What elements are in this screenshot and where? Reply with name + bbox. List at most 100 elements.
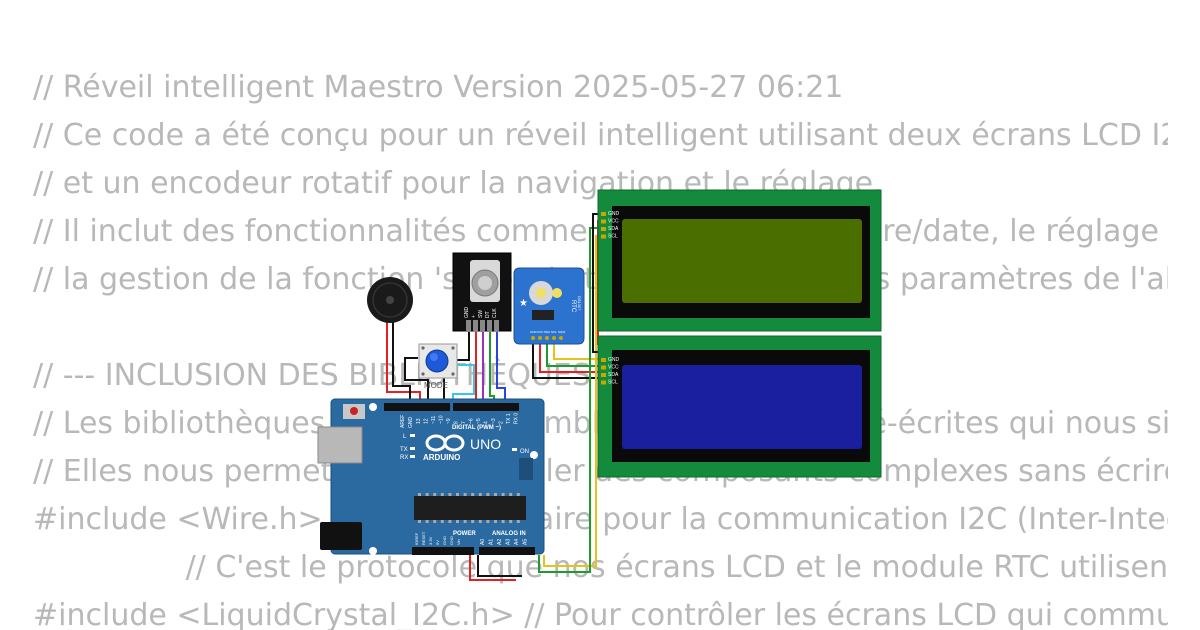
chip-leg: [418, 520, 421, 523]
digital-pin-label: 13: [416, 418, 422, 424]
power-pin-label: RESET: [421, 531, 426, 545]
chip-leg: [418, 493, 421, 496]
rtc-label: RTC: [570, 300, 576, 313]
chip-leg: [478, 493, 482, 496]
arduino-logo-icon: [425, 434, 465, 452]
usb-port: [317, 426, 363, 464]
encoder-pin-label: CLK: [492, 308, 498, 318]
analog-pin-label: A4: [514, 539, 520, 545]
chip-leg: [486, 493, 490, 496]
analog-pin-label: A1: [489, 539, 495, 545]
chip-leg: [494, 520, 497, 523]
arduino-uno: ARDUINO UNO DIGITAL (PWM ~) ANALOG IN PO…: [317, 398, 545, 555]
chip-leg: [486, 520, 490, 523]
encoder-pin-label: DT: [485, 311, 491, 318]
lcd-pin-label: GND: [608, 211, 620, 217]
digital-pin-label: 4: [484, 421, 490, 424]
wire-buzzer-black: [392, 320, 411, 408]
l-led-label: L: [403, 434, 407, 440]
rtc-chip-label: DS1307: [577, 296, 582, 311]
icsp-header: [519, 458, 533, 480]
encoder-header-pins: [466, 320, 499, 332]
digital-pin-label: 7: [461, 421, 467, 424]
analog-pin-label: A0: [480, 539, 486, 545]
digital-pwm-label: DIGITAL (PWM ~): [452, 425, 501, 431]
lcd-pin: [601, 219, 606, 224]
chip-leg: [463, 493, 467, 496]
chip-leg: [494, 493, 497, 496]
chip-leg: [448, 493, 452, 496]
wire-rtc-green: [546, 336, 601, 367]
chip-leg: [440, 493, 444, 496]
code-line: #include <LiquidCrystal_I2C.h> // Pour c…: [33, 598, 1168, 630]
digital-pin-label: 12: [424, 418, 430, 424]
digital-pin-label: 2: [499, 421, 505, 424]
arduino-model-label: UNO: [470, 436, 501, 452]
lcd-pin: [601, 380, 606, 385]
analog-header: [479, 547, 535, 555]
rtc-pin-holes: [531, 336, 563, 340]
chip-leg: [448, 520, 452, 523]
lcd-top-screen: [622, 219, 862, 303]
chip-leg: [478, 520, 482, 523]
adafruit-star-icon: ★: [519, 298, 528, 309]
lcd-pin: [601, 234, 606, 239]
code-line: // Ce code a été conçu pour un réveil in…: [33, 118, 1168, 153]
analog-pin-label: A3: [506, 539, 512, 545]
tx-led-label: TX: [400, 447, 408, 453]
mode-button-label: MODE: [424, 381, 448, 390]
chip-leg: [433, 520, 437, 523]
lcd-pin: [601, 212, 606, 216]
wire-power-black: [477, 555, 522, 577]
digital-pin-label: ~5: [476, 418, 482, 424]
chip-leg: [440, 520, 444, 523]
wire-i2c-green: [538, 227, 604, 573]
encoder-pin-label: +: [471, 315, 477, 318]
lcd-pin-label: SDA: [608, 372, 619, 378]
encoder-knob[interactable]: [478, 276, 492, 290]
digital-pin-label: ~3: [491, 418, 497, 424]
power-pin-label: IOREF: [414, 532, 419, 545]
rtc-pin-label: GND: [530, 330, 538, 334]
power-pin-label: GND: [449, 536, 454, 545]
arduino-brand-label: ARDUINO: [423, 453, 460, 462]
chip-leg: [433, 493, 437, 496]
rx-led-label: RX: [400, 455, 408, 461]
analog-pin-label: A2: [497, 539, 503, 545]
lcd-pin-label: GND: [608, 357, 620, 363]
rtc-pin-label: SDA: [544, 330, 550, 334]
lcd-pin: [601, 373, 606, 377]
wire-encoder-blue: [496, 332, 506, 408]
wire-button-black: [404, 357, 429, 408]
digital-pin-label: ~11: [431, 416, 437, 424]
digital-header-left: [384, 403, 450, 411]
lcd-pin-label: SDA: [608, 226, 619, 232]
wire-buzzer-red: [386, 320, 421, 408]
encoder-pin-label: SW: [478, 310, 484, 318]
code-line: // C'est le protocole que nos écrans LCD…: [33, 550, 1168, 585]
chip-leg: [456, 520, 459, 523]
power-pin-label: 5V: [435, 540, 440, 545]
rtc-pin-label: VCC: [537, 330, 544, 334]
chip-leg: [471, 520, 475, 523]
lcd-bottom-screen: [622, 365, 862, 449]
digital-pin-label: 8: [454, 421, 460, 424]
chip-leg: [509, 493, 513, 496]
button-cap[interactable]: [425, 349, 449, 373]
digital-pin-label: ~10: [439, 415, 445, 424]
chip-leg: [425, 493, 429, 496]
chip-leg: [456, 493, 459, 496]
rtc-pin-label: SCL: [551, 330, 557, 334]
chip-legs: [418, 493, 520, 523]
encoder-pin-label: GND: [464, 307, 470, 319]
lcd-pin-label: SCL: [608, 234, 618, 240]
mode-push-button[interactable]: MODE: [418, 343, 458, 390]
